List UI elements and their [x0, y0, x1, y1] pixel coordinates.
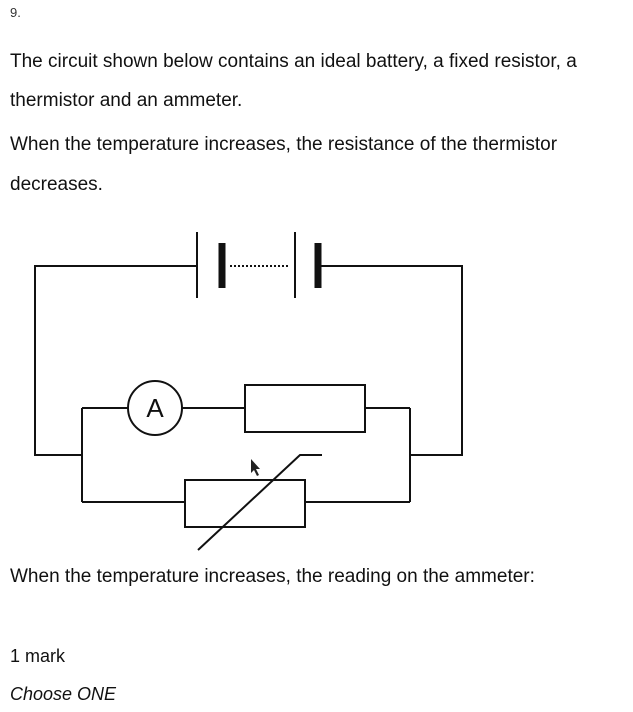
fixed-resistor [244, 384, 366, 433]
mouse-cursor-icon [251, 459, 260, 476]
intro-text-line1: The circuit shown below contains an idea… [10, 51, 577, 72]
intro-text-line2: thermistor and an ammeter. [10, 90, 243, 111]
question-number: 9. [10, 5, 21, 20]
marks-label: 1 mark [10, 646, 66, 666]
ammeter-label: A [146, 393, 164, 423]
ammeter: A [127, 380, 183, 436]
condition-text-line2: decreases. [10, 174, 103, 195]
condition-text-line1: When the temperature increases, the resi… [10, 134, 558, 155]
thermistor [184, 454, 322, 551]
prompt-text: When the temperature increases, the read… [10, 566, 535, 587]
wire-right [318, 265, 463, 456]
battery [196, 232, 322, 298]
instruction-label: Choose ONE [10, 684, 117, 704]
wire-left [34, 265, 197, 456]
